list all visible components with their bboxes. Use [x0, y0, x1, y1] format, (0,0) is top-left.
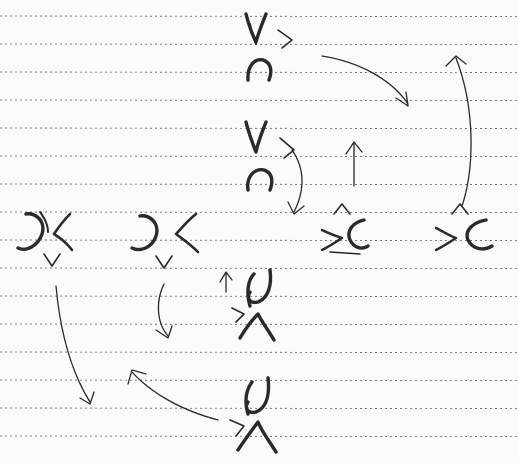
arrow-bottom2-left: [131, 371, 219, 421]
glyph-top-2: [244, 120, 274, 192]
glyph-right-1-underline: [329, 251, 361, 255]
glyph-right-1: [320, 218, 370, 252]
arrow-left1-down: [55, 285, 91, 403]
glyph-right-2-mark: [451, 203, 469, 215]
ruled-line: [0, 239, 519, 242]
glyph-bottom-1: [238, 268, 276, 342]
arrow-right2-up-head: [445, 55, 467, 67]
ruled-line: [0, 15, 519, 18]
ruled-line: [0, 183, 519, 186]
glyph-bottom-2-mark: [229, 419, 245, 437]
glyph-top-1: [244, 12, 273, 82]
glyph-bottom-2: [236, 376, 278, 454]
ruled-line: [0, 43, 519, 45]
ruled-line: [0, 267, 519, 270]
arrow-top2-down-head: [287, 201, 305, 215]
ruled-lines: [0, 15, 519, 438]
glyph-top-1-mark: [277, 29, 293, 49]
arrow-right2-up: [455, 57, 472, 207]
ruled-line: [0, 323, 519, 326]
ruled-line: [0, 71, 519, 73]
arrow-top2-down: [291, 149, 303, 213]
arrow-top1-to-right-head: [395, 91, 409, 107]
glyph-bottom-1-mark: [231, 307, 245, 323]
ruled-line: [0, 155, 519, 158]
ruled-line: [0, 127, 519, 130]
ruled-line: [0, 211, 519, 214]
arrow-bottom2-left-head: [127, 369, 147, 385]
arrow-left2-down-head: [155, 325, 173, 339]
arrow-left1-down-head: [79, 391, 95, 405]
ruled-line: [0, 99, 519, 101]
glyph-left-1-mark: [43, 253, 61, 267]
arrow-bottom1-up-head: [219, 271, 233, 283]
ruled-line: [0, 379, 519, 382]
ruled-line: [0, 295, 519, 298]
ruled-line: [0, 351, 519, 354]
arrow-right1-up-head: [345, 141, 363, 155]
glyph-left-2-mark: [155, 255, 173, 269]
ruled-line: [0, 407, 519, 410]
arrow-top1-to-right: [321, 55, 409, 105]
ruled-line: [0, 435, 519, 438]
glyph-right-1-mark: [333, 203, 351, 215]
glyph-left-1: [16, 211, 74, 252]
glyph-top-2-mark: [279, 137, 295, 159]
glyph-left-2: [130, 212, 200, 254]
glyph-right-2: [434, 218, 494, 252]
arrow-left2-down: [157, 283, 169, 337]
